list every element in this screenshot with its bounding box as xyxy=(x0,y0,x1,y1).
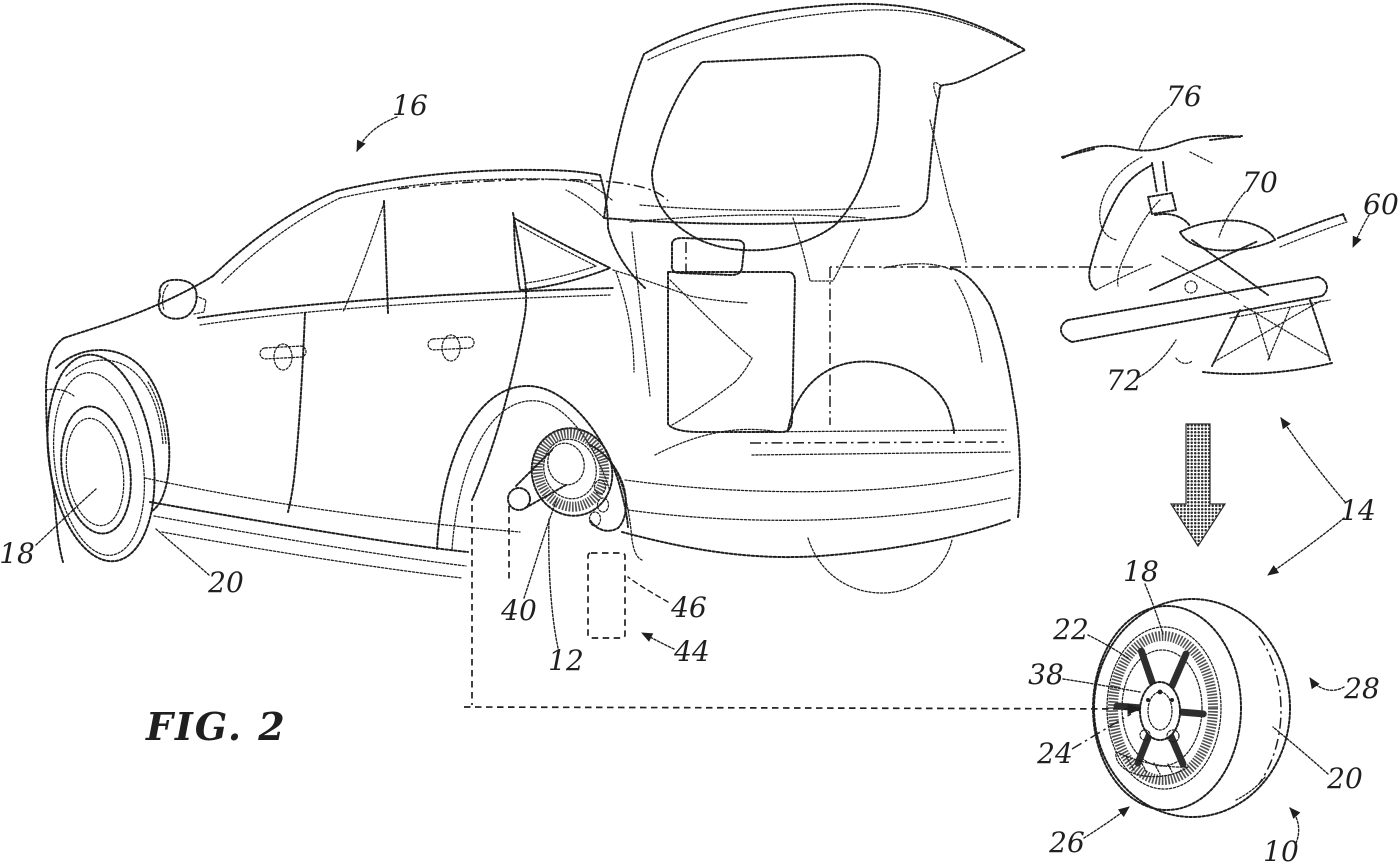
ref-label-26: 26 xyxy=(1048,826,1085,859)
front-door-handle xyxy=(259,343,307,371)
ref-label-24: 24 xyxy=(1036,737,1073,770)
ref-label-72: 72 xyxy=(1106,364,1142,397)
ref-label-28: 28 xyxy=(1343,672,1380,705)
ref-label-22: 22 xyxy=(1052,613,1089,646)
trunk-interior-drawing xyxy=(629,214,1011,456)
ref-label-44: 44 xyxy=(673,635,710,668)
rear-hub-axle-drawing xyxy=(507,427,627,532)
ref-label-40: 40 xyxy=(500,594,537,627)
liftgate-open-drawing xyxy=(565,2,1026,263)
ref-label-14: 14 xyxy=(1340,494,1376,527)
ref-label-16: 16 xyxy=(392,89,428,122)
ref-label-12: 12 xyxy=(548,644,584,677)
leader-lines xyxy=(35,106,1370,844)
car-drawing xyxy=(45,168,1022,594)
down-arrow-icon xyxy=(1169,423,1227,548)
ref-label-20-front: 20 xyxy=(207,566,244,599)
ref-label-46: 46 xyxy=(670,591,707,624)
reference-labels: 16 18 20 40 12 46 44 76 70 60 72 14 18 2… xyxy=(0,80,1399,867)
stand-outline xyxy=(587,552,626,639)
ref-label-18-wheel: 18 xyxy=(1123,555,1159,588)
ref-label-76: 76 xyxy=(1166,80,1202,113)
ref-label-70: 70 xyxy=(1242,166,1278,199)
front-wheel xyxy=(46,353,156,563)
ref-label-60: 60 xyxy=(1363,188,1399,221)
scooter-folded-drawing xyxy=(1060,134,1348,375)
side-mirror xyxy=(157,278,207,320)
ref-label-20-wheel: 20 xyxy=(1326,762,1363,795)
wheel-assembly-drawing xyxy=(1092,598,1291,818)
ref-label-18-front: 18 xyxy=(0,537,35,570)
rear-door-handle xyxy=(427,334,475,362)
ref-label-10: 10 xyxy=(1263,835,1299,867)
figure-caption: FIG. 2 xyxy=(145,704,287,749)
ref-label-38: 38 xyxy=(1028,658,1064,691)
guide-lines xyxy=(463,266,1142,715)
